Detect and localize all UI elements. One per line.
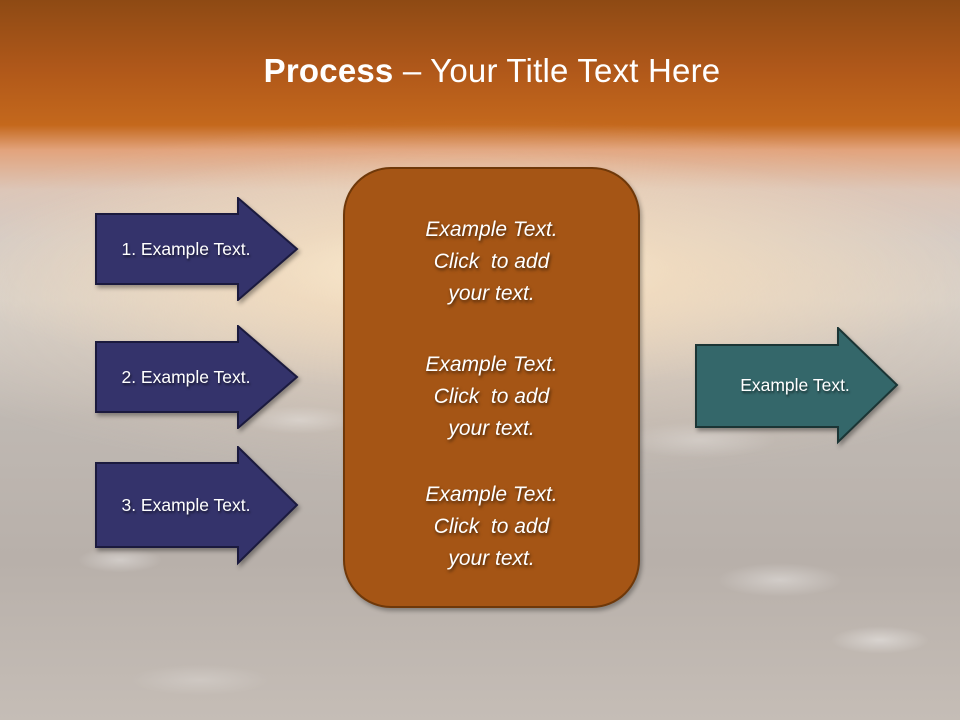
right-arrow-label: Example Text. [740, 374, 850, 395]
slide-title[interactable]: Process – Your Title Text Here [0, 52, 960, 90]
center-text-line: Example Text. [425, 483, 558, 506]
center-text-block-3: Example Text. Click to add your text. [345, 479, 638, 575]
arrow-right-shape-icon [695, 327, 899, 445]
center-text-line: your text. [448, 282, 535, 305]
title-rest-part: – Your Title Text Here [393, 52, 721, 89]
left-arrow-1[interactable]: 1. Example Text. [95, 197, 299, 301]
center-text-line: Click to add [433, 250, 550, 273]
left-arrow-label: 2. Example Text. [121, 366, 251, 387]
center-text-line: Example Text. [425, 218, 558, 241]
center-text-line: your text. [448, 547, 535, 570]
left-arrow-2[interactable]: 2. Example Text. [95, 325, 299, 429]
title-bold-part: Process [263, 52, 394, 89]
left-arrow-3[interactable]: 3. Example Text. [95, 446, 299, 566]
center-text-line: Example Text. [425, 353, 558, 376]
center-text-line: Click to add [433, 385, 550, 408]
arrow-right-shape-icon [95, 197, 299, 301]
center-text-box[interactable]: Example Text. Click to add your text. Ex… [343, 167, 640, 608]
center-text-block-2: Example Text. Click to add your text. [345, 349, 638, 445]
left-arrow-label: 1. Example Text. [121, 238, 251, 259]
arrow-right-shape-icon [95, 325, 299, 429]
left-arrow-label: 3. Example Text. [121, 494, 251, 515]
center-text-block-1: Example Text. Click to add your text. [345, 214, 638, 310]
right-arrow[interactable]: Example Text. [695, 327, 899, 445]
center-text-line: Click to add [433, 515, 550, 538]
center-text-line: your text. [448, 417, 535, 440]
arrow-right-shape-icon [95, 446, 299, 566]
